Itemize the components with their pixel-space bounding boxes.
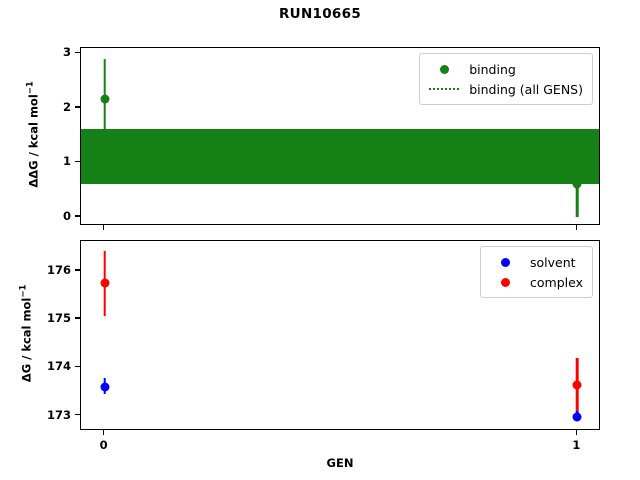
x-tick-label: 1 xyxy=(572,438,581,452)
y-tick-label: 173 xyxy=(46,407,71,422)
legend-label: binding (all GENS) xyxy=(469,81,583,97)
y-tick-label: 175 xyxy=(46,311,71,326)
legend-label: complex xyxy=(530,274,583,290)
data-point-marker xyxy=(100,382,110,392)
legend-marker-handle xyxy=(427,62,461,76)
bottom-panel-ylabel-exponent: −1 xyxy=(18,284,29,298)
y-tick-mark xyxy=(75,413,80,416)
y-tick-label: 2 xyxy=(62,99,71,114)
legend-circle-marker-icon xyxy=(439,64,449,74)
bottom-panel-legend: solvent complex xyxy=(480,246,593,298)
x-axis-label: GEN xyxy=(326,456,354,470)
y-tick-mark xyxy=(75,214,80,217)
legend-entry[interactable]: solvent xyxy=(488,252,583,272)
legend-label: solvent xyxy=(530,254,576,270)
data-point-marker xyxy=(572,179,582,189)
legend-entry[interactable]: binding xyxy=(427,59,583,79)
top-panel-legend: binding binding (all GENS) xyxy=(419,53,593,105)
x-tick-mark xyxy=(575,430,578,435)
bottom-panel-plot-area xyxy=(81,241,599,429)
y-tick-label: 176 xyxy=(46,262,71,277)
data-point-marker xyxy=(572,412,582,422)
data-point-marker xyxy=(100,278,110,288)
legend-line-handle xyxy=(427,82,461,96)
x-tick-mark xyxy=(102,225,105,230)
y-tick-mark xyxy=(75,365,80,368)
figure-title: RUN10665 xyxy=(278,6,362,22)
y-tick-mark xyxy=(75,51,80,54)
binding-all-gens-band xyxy=(81,128,599,184)
legend-marker-handle xyxy=(488,275,522,289)
y-tick-label: 0 xyxy=(62,208,71,223)
data-point-marker xyxy=(572,380,582,390)
legend-dotted-line-icon xyxy=(429,88,460,90)
y-tick-mark xyxy=(75,269,80,271)
legend-circle-marker-icon xyxy=(500,257,510,267)
legend-label: binding xyxy=(469,61,516,77)
legend-circle-marker-icon xyxy=(500,277,510,287)
y-tick-label: 174 xyxy=(46,359,71,374)
x-tick-mark xyxy=(102,430,105,435)
legend-entry[interactable]: binding (all GENS) xyxy=(427,79,583,99)
y-tick-mark xyxy=(75,160,80,163)
x-tick-mark xyxy=(575,225,578,230)
y-tick-label: 3 xyxy=(62,45,71,60)
top-panel-ylabel-exponent: −1 xyxy=(25,81,36,95)
y-tick-mark xyxy=(75,106,80,108)
x-tick-label: 0 xyxy=(99,438,108,452)
legend-marker-handle xyxy=(488,255,522,269)
top-panel-ylabel: ΔΔG / kcal mol−1 xyxy=(26,45,41,223)
top-panel-plot-area xyxy=(81,48,599,224)
legend-entry[interactable]: complex xyxy=(488,272,583,292)
y-tick-label: 1 xyxy=(62,154,71,169)
error-bar xyxy=(576,174,579,217)
data-point-marker xyxy=(100,94,110,104)
y-tick-mark xyxy=(75,317,80,319)
